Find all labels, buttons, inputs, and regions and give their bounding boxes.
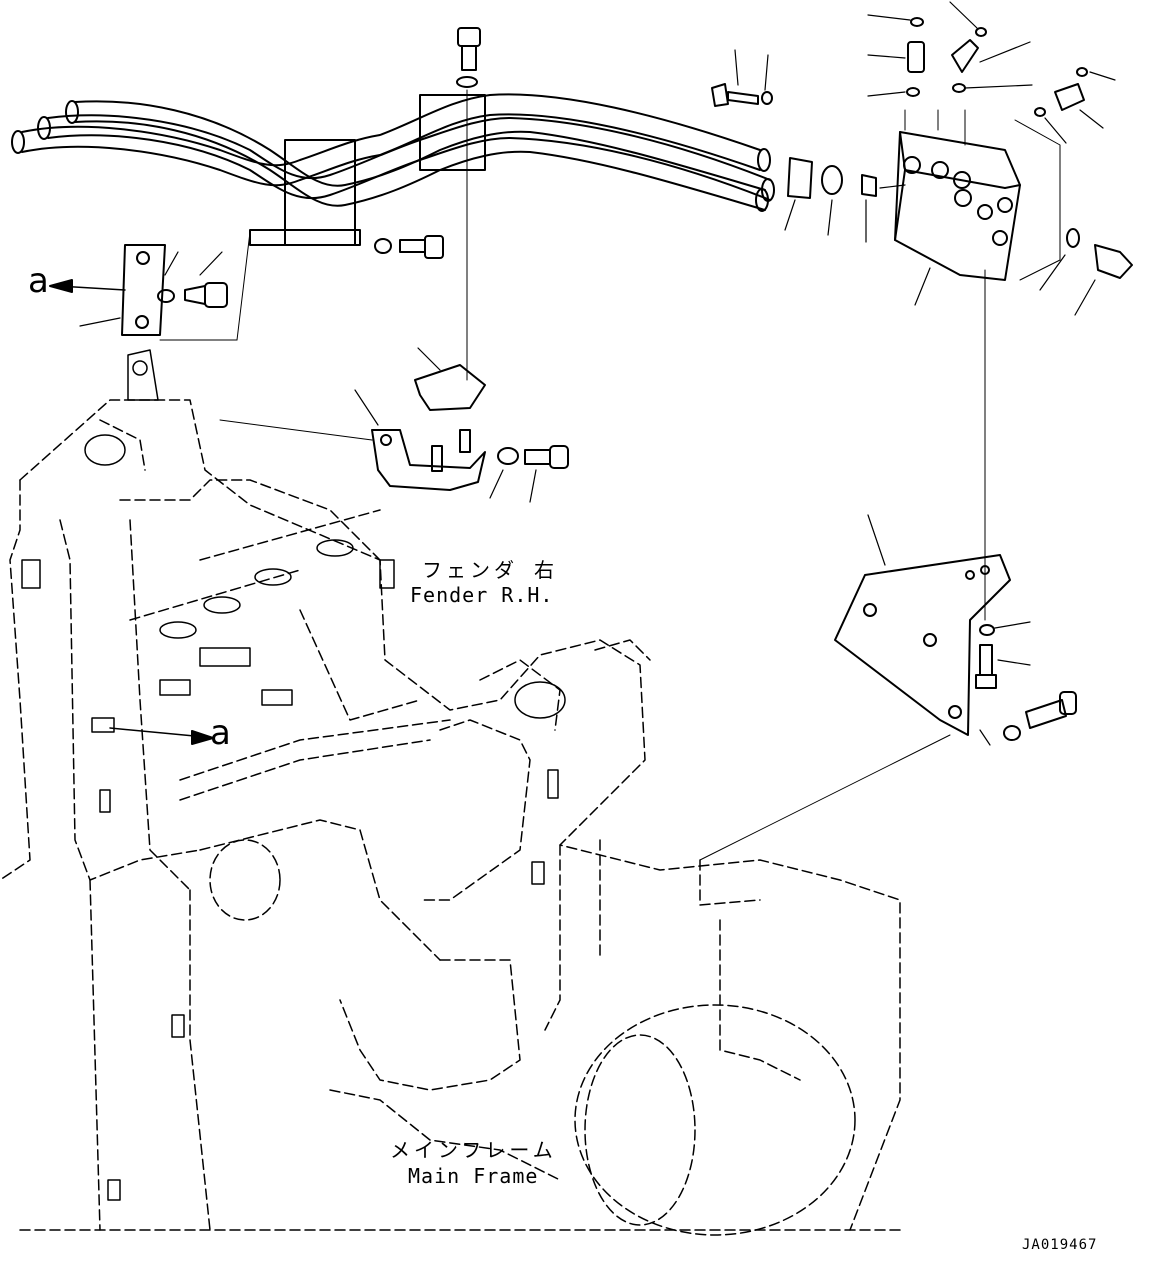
frame-details <box>21 349 566 1201</box>
valve-mounting-plate <box>699 269 1077 861</box>
fittings-top-right <box>711 17 1133 279</box>
main-frame-outline <box>0 399 901 1236</box>
vertical-bolt-top <box>456 27 481 381</box>
callout-arrow-bottom <box>109 727 214 745</box>
main-frame-label-en: Main Frame <box>408 1164 539 1188</box>
fender-label-jp: フェンダ 右 <box>422 558 559 582</box>
hose-clamp-left <box>121 231 251 341</box>
fender-label-en: Fender R.H. <box>410 583 554 607</box>
callout-arrow-top <box>49 279 126 293</box>
hydraulic-hose-assembly <box>11 93 775 246</box>
callout-label-bottom: a <box>210 713 231 753</box>
callout-label-top: a <box>28 261 49 301</box>
clamp-bolt-right <box>374 235 444 259</box>
mounting-bracket-center <box>219 364 569 491</box>
callout-leaders <box>79 1 1116 746</box>
main-frame-label-jp: メインフレーム <box>390 1138 557 1162</box>
valve-block <box>894 109 1061 281</box>
drawing-code: JA019467 <box>1022 1237 1098 1253</box>
